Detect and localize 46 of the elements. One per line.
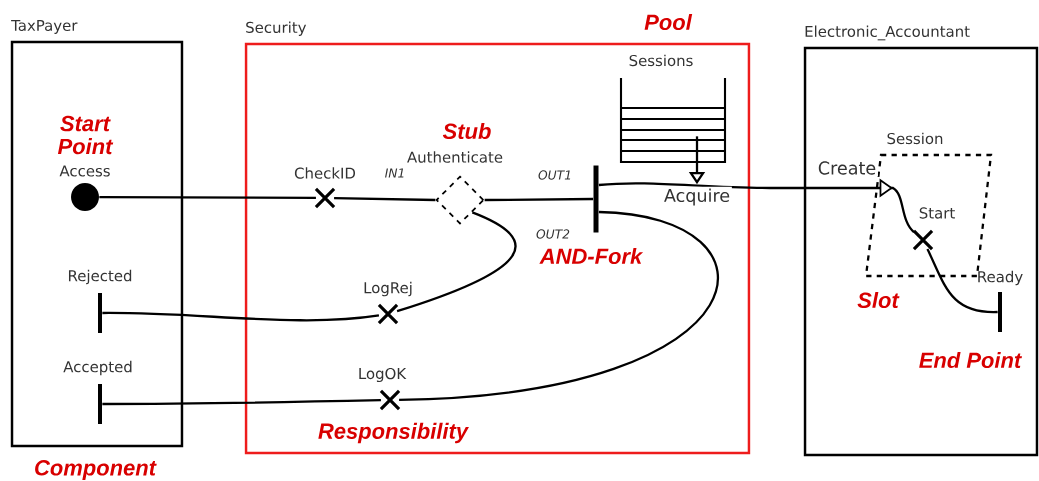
responsibility-cross xyxy=(379,389,401,411)
annotation-label: Slot xyxy=(857,291,900,309)
node-label: LogRej xyxy=(364,281,412,297)
node-label: CheckID xyxy=(294,167,356,179)
node-label: Authenticate xyxy=(407,151,503,163)
node-label: Start xyxy=(919,207,955,219)
start-point-circle xyxy=(71,183,99,211)
node-label: TaxPayer xyxy=(11,19,78,34)
node-label: Electronic_Accountant xyxy=(805,25,970,41)
annotation-label: Pool xyxy=(644,13,693,31)
edge-label: Acquire xyxy=(662,186,732,208)
annotation-label: Responsibility xyxy=(318,422,469,444)
arrow xyxy=(598,178,915,233)
annotation-label: Stub xyxy=(442,122,491,140)
edge-label: Create xyxy=(816,159,878,177)
node-label: Ready xyxy=(978,270,1023,286)
node-label: Accepted xyxy=(63,360,132,376)
node-label: Session xyxy=(887,132,943,145)
responsibility-cross xyxy=(377,303,399,325)
pool-drawing: Sessions xyxy=(619,54,727,164)
path-line xyxy=(396,211,517,313)
stub-diamond xyxy=(435,175,485,225)
path-line xyxy=(399,210,719,401)
node-label: LogOK xyxy=(359,367,407,383)
annotation-label: AND-Fork xyxy=(539,247,644,265)
end-bar xyxy=(98,384,102,424)
annotation-label: Component xyxy=(35,460,157,480)
path-line xyxy=(926,248,998,314)
end-bar xyxy=(998,292,1002,332)
path-line xyxy=(102,311,380,322)
edge-label: OUT2 xyxy=(534,227,572,241)
path-line xyxy=(334,197,436,202)
edge-label: OUT1 xyxy=(536,168,574,182)
node-label: Security xyxy=(246,21,307,36)
fork-bar xyxy=(593,165,599,233)
annotation-label: Start Point xyxy=(57,115,114,155)
end-bar xyxy=(98,293,102,333)
responsibility-cross xyxy=(912,229,934,251)
node-label: Rejected xyxy=(69,269,132,285)
path-line xyxy=(102,399,381,406)
edge-label: IN1 xyxy=(382,166,408,180)
path-line xyxy=(484,197,594,202)
path-line xyxy=(99,195,316,200)
annotation-label: End Point xyxy=(919,351,1022,369)
node-label: Access xyxy=(59,165,110,177)
responsibility-cross xyxy=(314,187,336,209)
